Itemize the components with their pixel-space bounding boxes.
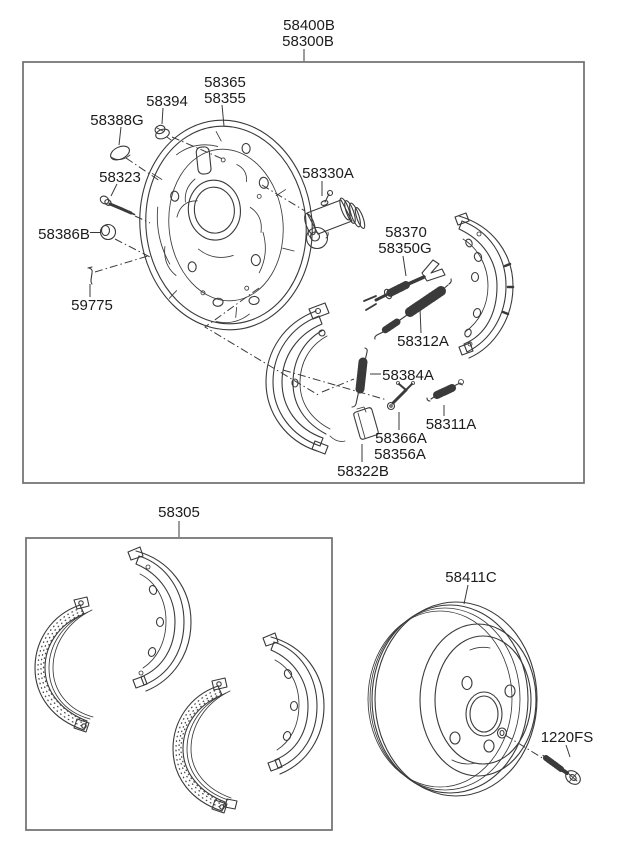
- label-adjuster-line1: 58370: [385, 224, 427, 241]
- leading-shoe-drawing: [454, 212, 515, 359]
- leader-lines: [89, 49, 571, 758]
- kit-shoe-web-1-drawing: [127, 546, 192, 692]
- label-adjuster-lever-line1: 58366A: [375, 430, 427, 447]
- label-wheel-cylinder: 58330A: [302, 165, 354, 182]
- brake-drum-drawing: [367, 601, 538, 797]
- label-brake-drum: 58411C: [445, 569, 497, 586]
- label-bolt: 58323: [99, 169, 141, 186]
- label-backing-plate-line2: 58355: [204, 90, 246, 107]
- bolt-drawing: [99, 195, 136, 216]
- label-plug: 58388G: [90, 112, 143, 129]
- upper-assembly-box: [22, 61, 585, 484]
- kit-shoe-lining-2-drawing: [172, 677, 238, 814]
- plug-bolt-drawing: [542, 754, 581, 785]
- grommet-drawing: [99, 223, 117, 241]
- label-adjuster-lever-line2: 58356A: [374, 446, 426, 463]
- trailing-shoe-drawing: [265, 302, 346, 455]
- wheel-cylinder-drawing: [304, 189, 366, 250]
- assembly-dashdot-lines: [94, 136, 545, 760]
- callout-labels: 58400B 58300B 58365 58355 58394 58388G 5…: [38, 17, 593, 746]
- label-shoe-kit: 58305: [158, 504, 200, 521]
- hold-down-spring-drawing: [426, 379, 464, 402]
- label-adjuster-line2: 58350G: [378, 240, 431, 257]
- adjuster-spring-drawing: [374, 278, 452, 340]
- label-clip: 59775: [71, 297, 113, 314]
- label-plug-bolt: 1220FS: [541, 729, 594, 746]
- label-adjuster-spring: 58312A: [397, 333, 449, 350]
- adjuster-assembly-drawing: [363, 259, 446, 311]
- clip-drawing: [87, 266, 93, 285]
- shoe-kit-box: [25, 537, 333, 831]
- label-screw: 58394: [146, 93, 188, 110]
- label-backing-plate-line1: 58365: [204, 74, 246, 91]
- plug-drawing: [110, 145, 131, 161]
- label-brake-assembly-line2: 58300B: [282, 33, 334, 50]
- label-pad: 58322B: [337, 463, 389, 480]
- pad-drawing: [353, 406, 379, 440]
- adjuster-lever-drawing: [386, 381, 415, 411]
- return-spring-drawing: [351, 347, 368, 408]
- screw-drawing: [154, 124, 172, 141]
- label-hold-down-spring: 58311A: [426, 416, 477, 433]
- backing-plate-drawing: [139, 119, 313, 331]
- label-return-spring: 58384A: [382, 367, 434, 384]
- label-grommet: 58386B: [38, 226, 90, 243]
- label-brake-assembly-line1: 58400B: [283, 17, 335, 34]
- kit-shoe-lining-1-drawing: [34, 596, 94, 733]
- kit-shoe-web-2-drawing: [262, 632, 325, 775]
